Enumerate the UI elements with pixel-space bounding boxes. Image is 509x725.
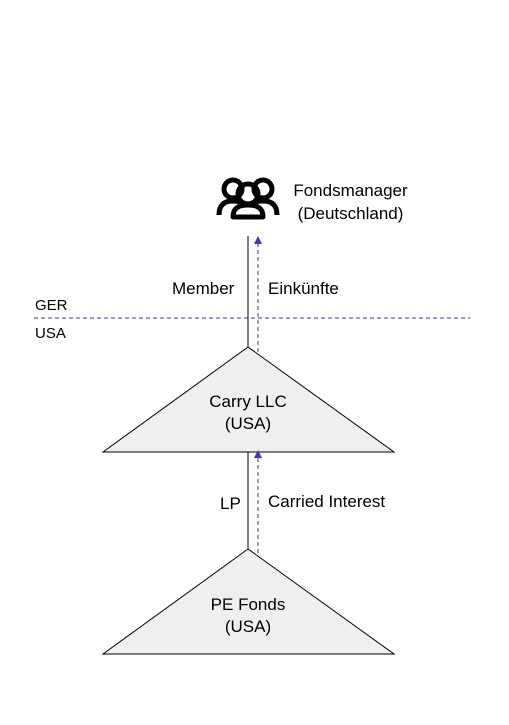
- carry-llc-name: Carry LLC: [209, 392, 287, 411]
- pe-fund-name: PE Fonds: [210, 595, 286, 614]
- member-label: Member: [172, 279, 235, 298]
- pe-fund-country: (USA): [224, 617, 272, 636]
- border-label-usa: USA: [35, 325, 66, 342]
- carry-llc-country: (USA): [224, 414, 272, 433]
- manager-name: Fondsmanager: [293, 181, 408, 200]
- people-group-icon: [216, 177, 280, 220]
- carried-interest-label: Carried Interest: [268, 492, 386, 511]
- lp-label: LP: [220, 494, 241, 513]
- pe-fund-triangle: [101, 548, 396, 655]
- manager-country: (Deutschland): [297, 204, 404, 223]
- border-label-ger: GER: [35, 297, 68, 314]
- income-label: Einkünfte: [268, 279, 339, 298]
